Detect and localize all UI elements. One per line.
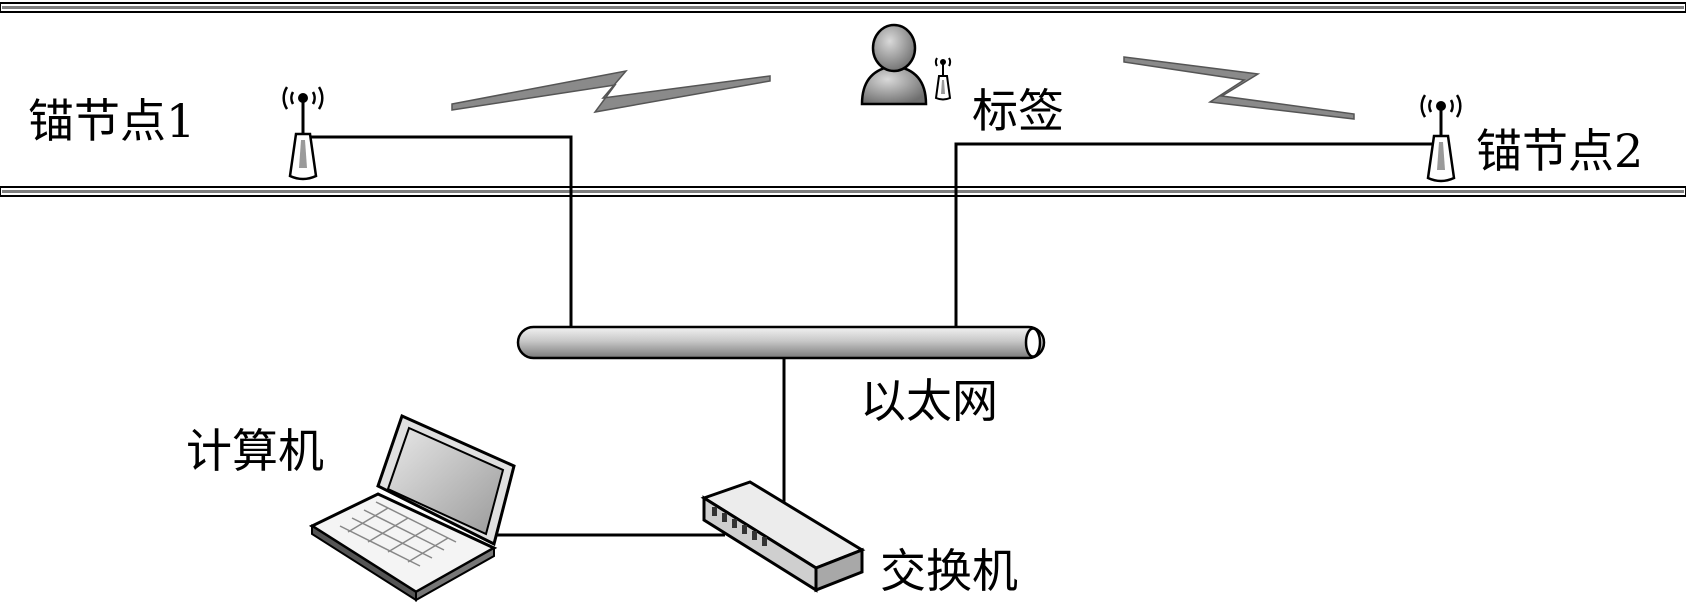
network-cables: [306, 135, 1437, 537]
wireless-signal-right: [1123, 56, 1355, 120]
network-switch-icon: [700, 480, 866, 593]
antenna-icon: [1420, 94, 1462, 183]
ethernet-bus: [516, 325, 1046, 360]
switch-label: 交换机: [880, 544, 1018, 598]
person-tag-icon: [860, 23, 952, 106]
laptop-icon: [308, 413, 516, 602]
anchor2-cable: [954, 142, 1437, 330]
computer-label: 计算机: [186, 424, 324, 478]
ethernet-label: 以太网: [860, 374, 998, 428]
tag-label: 标签: [972, 84, 1064, 138]
anchor-node-1-label: 锚节点1: [28, 94, 196, 148]
anchor1-cable: [306, 135, 573, 330]
antenna-icon: [282, 86, 324, 181]
wireless-signal-left: [451, 69, 771, 114]
corridor-bottom-wall: [0, 186, 1686, 197]
anchor-node-2-label: 锚节点2: [1476, 124, 1644, 178]
corridor-top-wall: [0, 2, 1686, 13]
